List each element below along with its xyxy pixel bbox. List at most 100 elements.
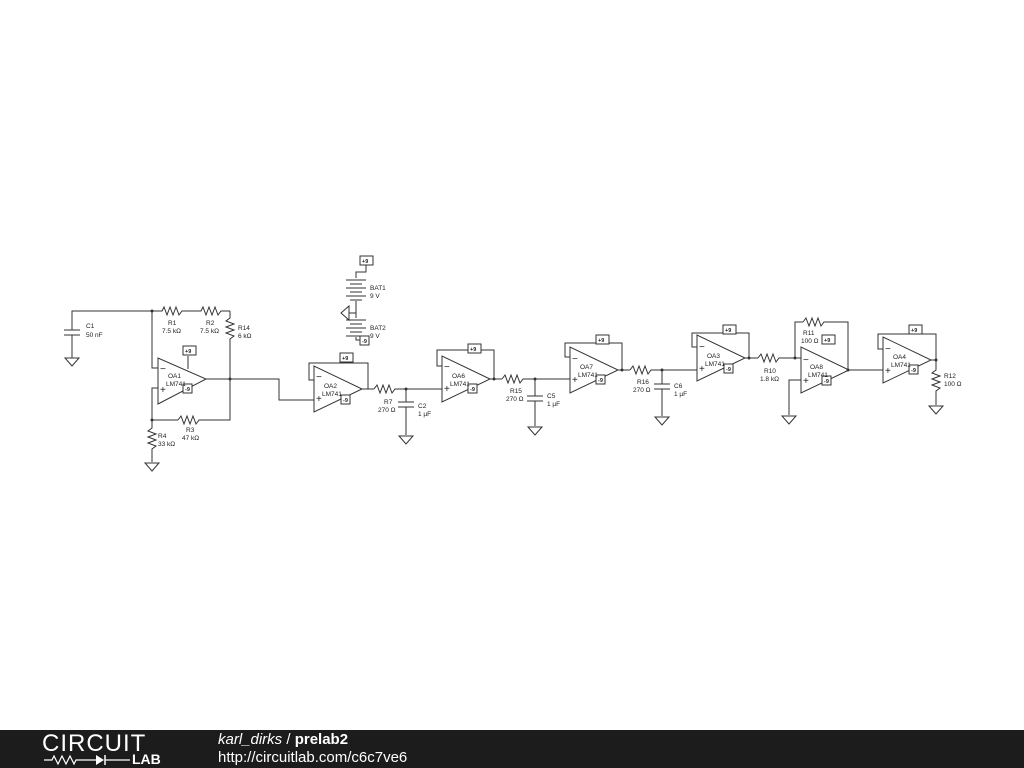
oa6-vneg: -9 bbox=[470, 387, 475, 393]
resistor-r12[interactable] bbox=[930, 360, 942, 405]
ground-c2 bbox=[397, 435, 415, 445]
circuitlab-logo[interactable]: CIRCUIT LAB bbox=[42, 730, 178, 767]
capacitor-c5[interactable] bbox=[527, 395, 543, 402]
resistor-r4[interactable] bbox=[146, 420, 158, 462]
oa2-vpos: +9 bbox=[342, 356, 348, 362]
oa7-model: LM741 bbox=[578, 372, 598, 379]
c5-value: 1 µF bbox=[547, 401, 560, 408]
resistor-r15[interactable] bbox=[501, 373, 535, 385]
oa2-name: OA2 bbox=[324, 383, 337, 390]
resistor-r7[interactable] bbox=[373, 383, 406, 395]
r4-name: R4 bbox=[158, 433, 167, 440]
resistor-r10[interactable] bbox=[757, 352, 795, 364]
r7-value: 270 Ω bbox=[378, 407, 396, 414]
r2-value: 7.5 kΩ bbox=[200, 328, 219, 335]
oa2-plus-sign: + bbox=[316, 394, 322, 405]
c1-name: C1 bbox=[86, 323, 95, 330]
r12-name: R12 bbox=[944, 373, 956, 380]
c6-name: C6 bbox=[674, 383, 683, 390]
oa3-vpos: +9 bbox=[725, 328, 731, 334]
oa8-vpos: +9 bbox=[824, 338, 830, 344]
r2-name: R2 bbox=[206, 320, 215, 327]
title-separator: / bbox=[282, 731, 295, 748]
c5-name: C5 bbox=[547, 393, 556, 400]
logo-circuit-text: CIRCUIT bbox=[42, 730, 147, 757]
bat1-value: 9 V bbox=[370, 293, 380, 300]
oa1-vneg: -9 bbox=[185, 387, 190, 393]
oa6-vpos: +9 bbox=[470, 347, 476, 353]
oa8-plus-sign: + bbox=[803, 376, 809, 387]
opamp-oa6[interactable]: − + +9 -9 OA6 LM741 bbox=[441, 343, 492, 403]
opamp-oa2[interactable]: − + +9 -9 OA2 LM741 bbox=[313, 352, 364, 413]
r12-value: 100 Ω bbox=[944, 381, 962, 388]
r14-name: R14 bbox=[238, 325, 250, 332]
opamp-oa7[interactable]: − + +9 -9 OA7 LM741 bbox=[569, 334, 620, 394]
oa3-model: LM741 bbox=[705, 361, 725, 368]
capacitor-c1[interactable] bbox=[64, 329, 80, 336]
resistor-r11[interactable] bbox=[802, 316, 849, 370]
resistor-r16[interactable] bbox=[629, 364, 662, 376]
r14-value: 6 kΩ bbox=[238, 333, 252, 340]
oa3-vneg: -9 bbox=[726, 367, 731, 373]
opamp-oa3[interactable]: − + +9 -9 OA3 LM741 bbox=[696, 324, 747, 382]
oa8-vneg: -9 bbox=[824, 379, 829, 385]
r3-name: R3 bbox=[186, 427, 195, 434]
opamp-oa4[interactable]: − + +9 -9 OA4 LM741 bbox=[882, 324, 933, 384]
bat-vneg-tag: -9 bbox=[362, 339, 367, 345]
opamp-oa8[interactable]: − + +9 -9 OA8 LM741 bbox=[800, 334, 851, 394]
r10-value: 1.8 kΩ bbox=[760, 376, 779, 383]
oa1-plus-sign: + bbox=[160, 385, 166, 396]
circuit-name[interactable]: prelab2 bbox=[294, 731, 349, 748]
circuit-url[interactable]: http://circuitlab.com/c6c7ve6 bbox=[218, 749, 408, 766]
oa4-vneg: -9 bbox=[911, 368, 916, 374]
c1-value: 50 nF bbox=[86, 332, 103, 339]
oa4-plus-sign: + bbox=[885, 366, 891, 377]
circuit-title: karl_dirks / prelab2 bbox=[218, 731, 348, 749]
ground-c6 bbox=[653, 416, 671, 426]
ground-c5 bbox=[526, 426, 544, 436]
oa2-model: LM741 bbox=[322, 391, 342, 398]
author-link[interactable]: karl_dirks bbox=[218, 731, 283, 748]
ground-r4 bbox=[143, 462, 161, 472]
r1-value: 7.5 kΩ bbox=[162, 328, 181, 335]
opamp-oa1[interactable]: − + +9 -9 OA1 LM741 bbox=[157, 345, 208, 405]
resistor-r1[interactable] bbox=[158, 305, 190, 317]
stage-oa6: − + +9 -9 OA6 LM741 R15 270 Ω C5 1 µF bbox=[436, 343, 570, 436]
r3-value: 47 kΩ bbox=[182, 435, 199, 442]
r16-value: 270 Ω bbox=[633, 387, 651, 394]
oa1-name: OA1 bbox=[168, 373, 181, 380]
schematic-canvas: − + +9 -9 OA1 LM741 C1 50 nF R1 7.5 kΩ R… bbox=[63, 255, 962, 472]
stage-oa2: − + +9 -9 OA2 LM741 R7 270 Ω C2 1 µF bbox=[308, 352, 442, 445]
r1-name: R1 bbox=[168, 320, 177, 327]
oa2-minus-sign: − bbox=[316, 372, 322, 383]
r4-value: 33 kΩ bbox=[158, 441, 175, 448]
oa6-minus-sign: − bbox=[444, 362, 450, 373]
resistor-r3[interactable] bbox=[177, 379, 231, 426]
oa7-name: OA7 bbox=[580, 364, 593, 371]
oa6-plus-sign: + bbox=[444, 384, 450, 395]
bat2-value: 9 V bbox=[370, 333, 380, 340]
resistor-r14[interactable] bbox=[224, 311, 236, 379]
oa2-vneg: -9 bbox=[343, 398, 348, 404]
oa7-plus-sign: + bbox=[572, 375, 578, 386]
battery-bat1[interactable] bbox=[346, 279, 366, 301]
capacitor-c2[interactable] bbox=[398, 401, 414, 408]
oa6-model: LM741 bbox=[450, 381, 470, 388]
ground-battery-mid bbox=[340, 304, 356, 322]
oa7-minus-sign: − bbox=[572, 354, 578, 365]
resistor-r2[interactable] bbox=[199, 305, 230, 317]
stage-oa4: − + +9 -9 OA4 LM741 R12 100 Ω bbox=[877, 324, 962, 415]
capacitor-c6[interactable] bbox=[654, 383, 670, 390]
logo-lab-text: LAB bbox=[132, 751, 161, 767]
battery-bat2[interactable] bbox=[346, 319, 366, 337]
footer-bar: CIRCUIT LAB karl_dirks / prelab2 http://… bbox=[0, 730, 1024, 768]
oa4-model: LM741 bbox=[891, 362, 911, 369]
oa8-model: LM741 bbox=[808, 372, 828, 379]
oa1-vpos: +9 bbox=[185, 349, 191, 355]
oa1-model: LM741 bbox=[166, 381, 186, 388]
stage-oa8: − + +9 -9 OA8 LM741 R11 100 Ω bbox=[780, 316, 883, 425]
ground-r12 bbox=[927, 405, 945, 415]
stage-oa7: − + +9 -9 OA7 LM741 R16 270 Ω C6 1 µF bbox=[564, 334, 697, 426]
r11-value: 100 Ω bbox=[801, 338, 819, 345]
bat-vpos-tag: +9 bbox=[362, 259, 368, 265]
